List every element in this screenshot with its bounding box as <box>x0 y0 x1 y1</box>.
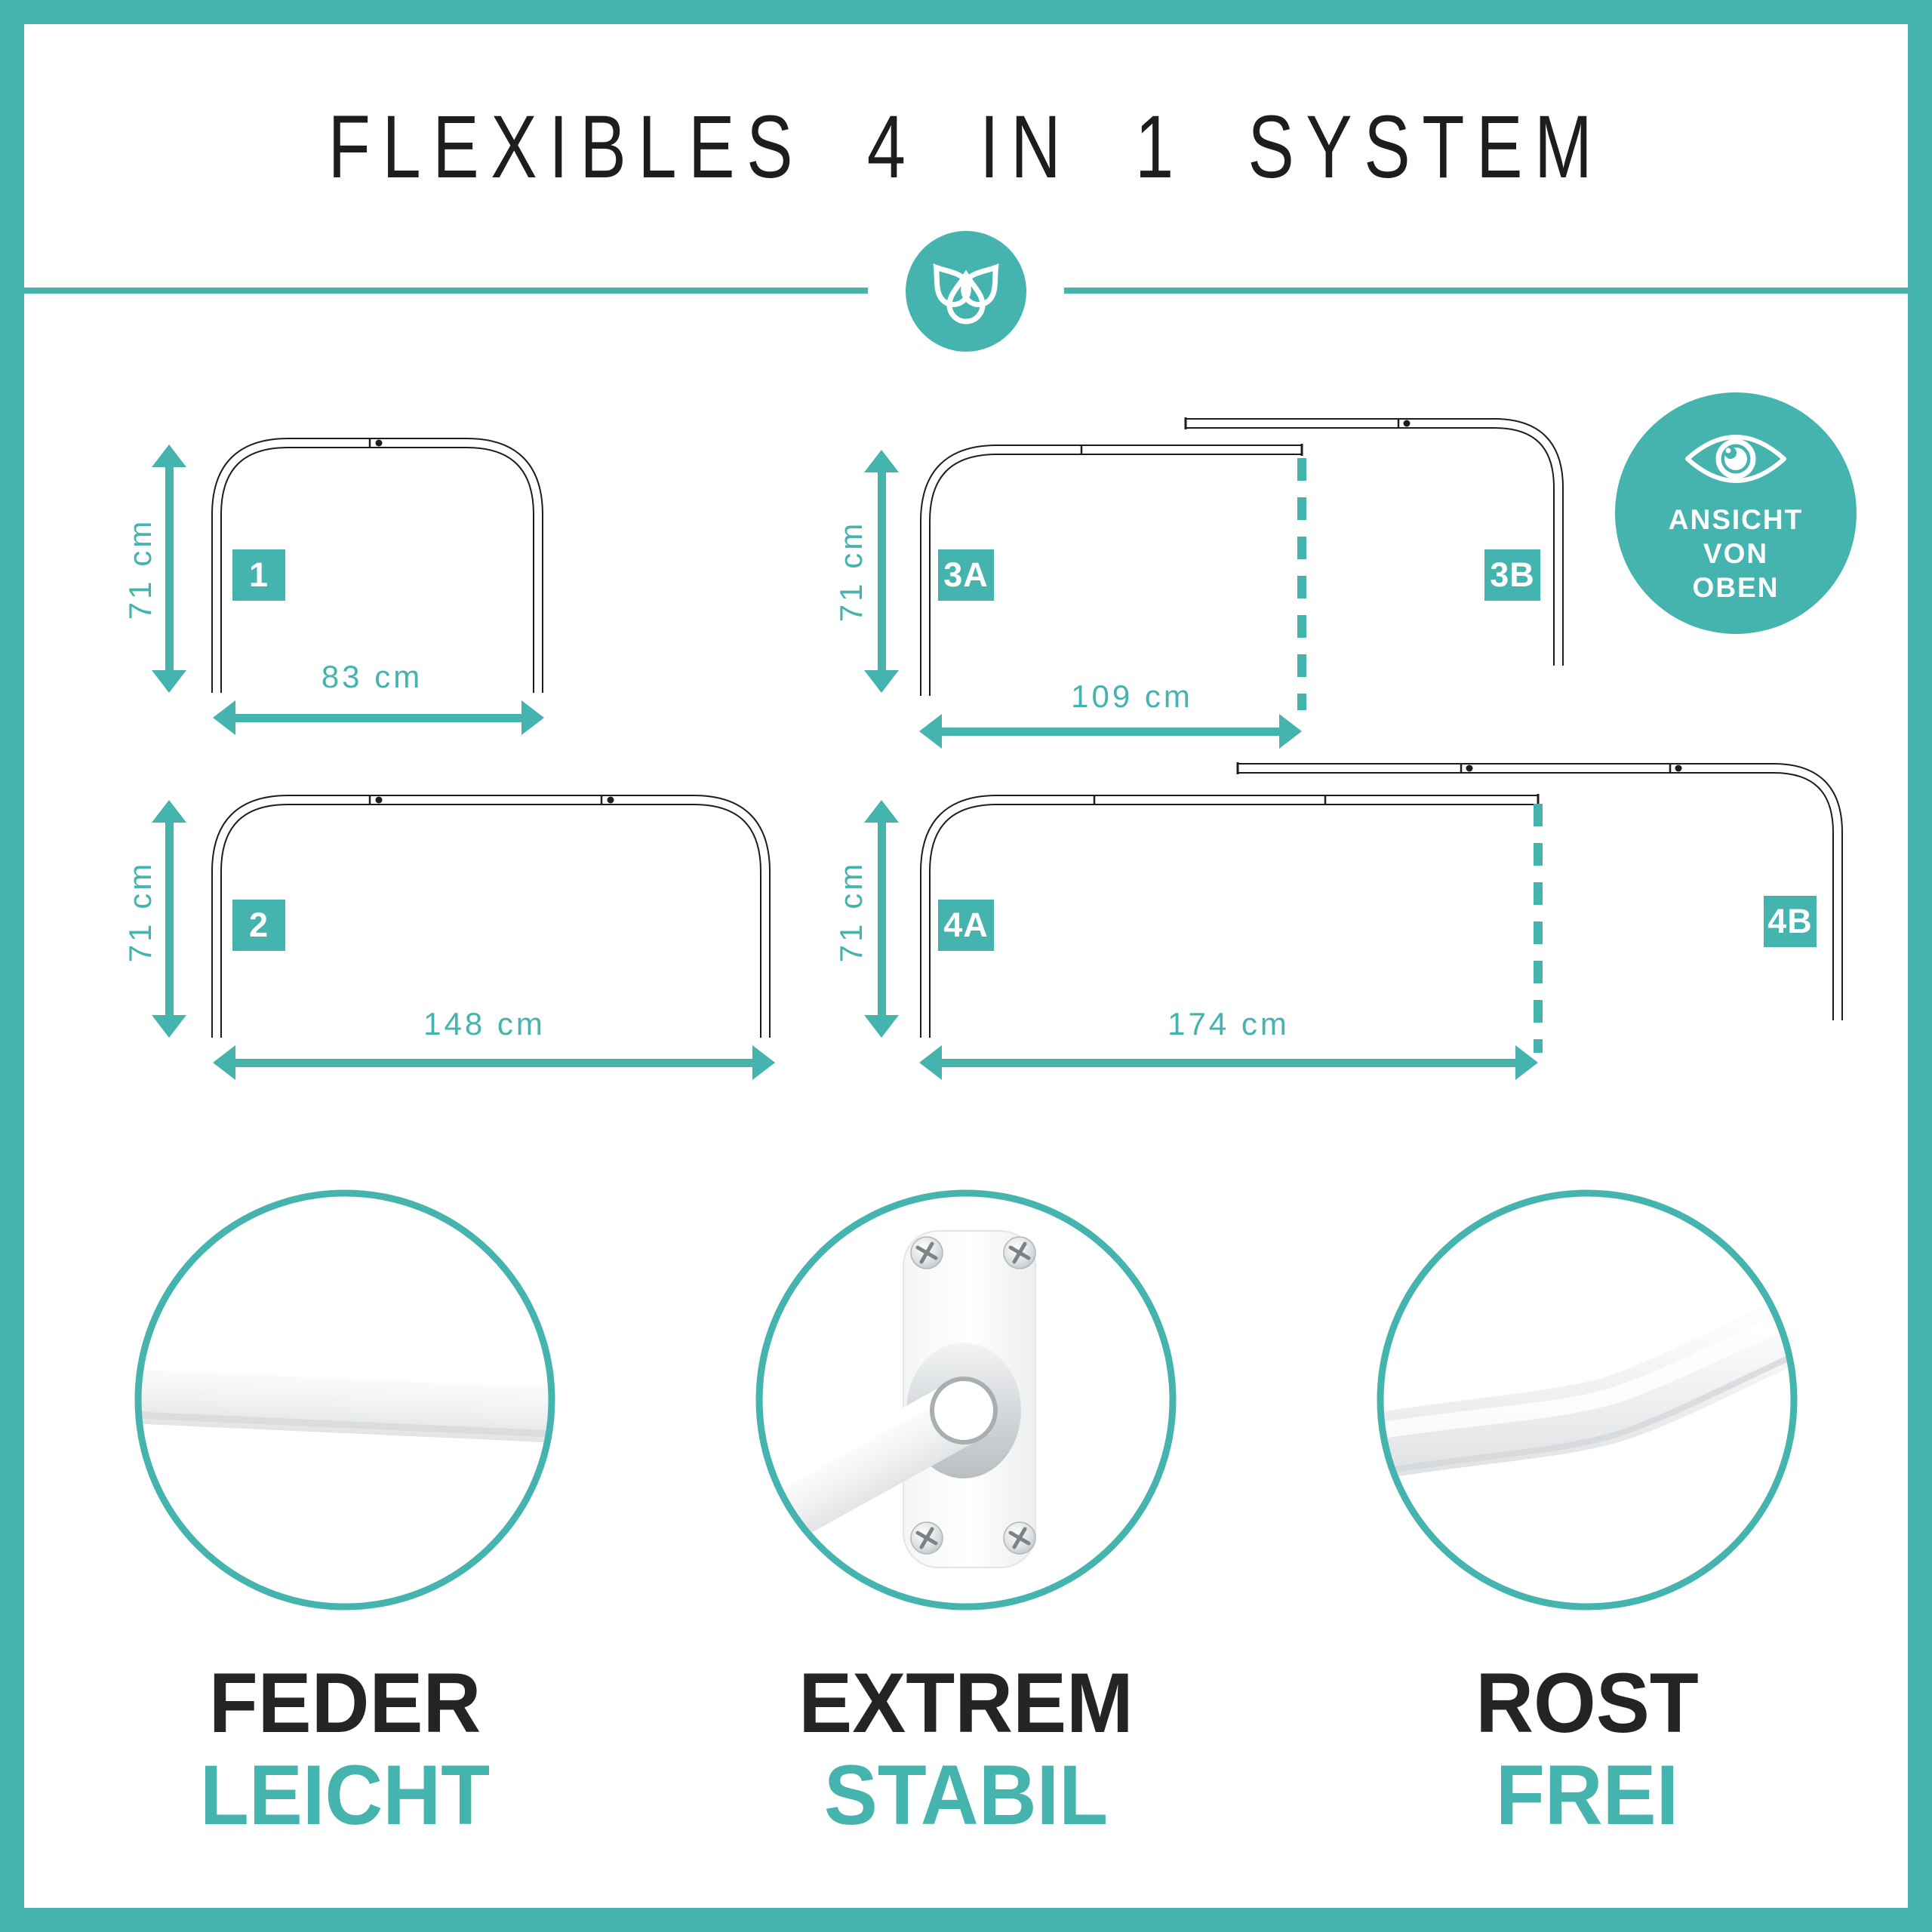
height-label-3: 71 cm <box>833 520 869 623</box>
rod-1-shape <box>211 438 543 693</box>
badge-rod-3a: 3A <box>938 549 994 601</box>
badge-rod-4b: 4B <box>1764 896 1817 947</box>
badge-rod-2: 2 <box>232 900 285 951</box>
height-label-2: 71 cm <box>122 860 158 963</box>
badge-rod-3b: 3B <box>1484 549 1540 601</box>
width-arrow-3 <box>919 714 1302 749</box>
height-label-4: 71 cm <box>833 860 869 963</box>
view-badge-line-3: OBEN <box>1692 572 1780 603</box>
rod-3a-shape <box>920 444 1303 696</box>
height-arrow-3 <box>864 450 899 693</box>
feature-label-feather-light: FEDER LEICHT <box>103 1657 586 1841</box>
height-label-1: 71 cm <box>122 518 158 620</box>
feature-line-dark: FEDER <box>208 1656 481 1750</box>
width-label-2: 148 cm <box>423 1006 546 1041</box>
feature-line-dark: ROST <box>1475 1656 1699 1750</box>
feature-photo-extrem-stabil <box>755 1189 1177 1611</box>
rod-2-shape <box>211 795 771 1038</box>
rod-4a-shape <box>920 794 1540 1038</box>
height-arrow-4 <box>864 800 899 1038</box>
view-badge-line-2: VON <box>1703 538 1769 569</box>
rod-4b-shape <box>1236 762 1843 1020</box>
eye-icon <box>1685 435 1786 483</box>
width-label-4: 174 cm <box>1168 1006 1290 1041</box>
rod-3b-shape <box>1184 417 1564 666</box>
feature-line-accent: LEICHT <box>199 1748 491 1842</box>
feature-photo-rost-frei <box>1377 1189 1798 1611</box>
feature-photo-feather-light <box>134 1189 555 1611</box>
feature-line-accent: STABIL <box>823 1748 1109 1842</box>
width-arrow-2 <box>213 1045 775 1080</box>
height-arrow-2 <box>152 800 186 1038</box>
width-arrow-4 <box>919 1045 1538 1080</box>
view-from-above-badge: ANSICHT VON OBEN <box>1615 392 1857 634</box>
feature-line-dark: EXTREM <box>798 1656 1134 1750</box>
feature-line-accent: FREI <box>1495 1748 1679 1842</box>
brand-logo-badge <box>906 231 1026 352</box>
feature-label-extrem-stabil: EXTREM STABIL <box>724 1657 1208 1841</box>
page-title: FLEXIBLES 4 IN 1 SYSTEM <box>328 97 1604 197</box>
width-arrow-1 <box>213 700 544 735</box>
feature-label-rost-frei: ROST FREI <box>1346 1657 1829 1841</box>
width-label-3: 109 cm <box>1071 678 1193 714</box>
divider-line-left <box>24 288 868 294</box>
badge-rod-1: 1 <box>232 549 285 601</box>
width-label-1: 83 cm <box>321 659 423 694</box>
view-badge-line-1: ANSICHT <box>1668 504 1804 535</box>
droplets-icon <box>933 263 999 325</box>
divider-line-right <box>1064 288 1908 294</box>
height-arrow-1 <box>152 445 186 693</box>
badge-rod-4a: 4A <box>938 900 994 951</box>
